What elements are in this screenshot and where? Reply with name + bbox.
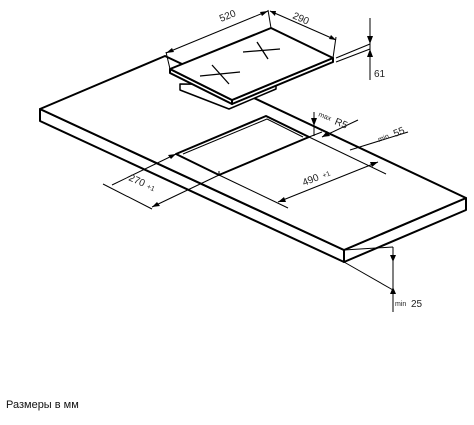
dim-cutout-width-tol: +1 bbox=[322, 170, 332, 180]
dim-cutout-depth-group: 270 +1 bbox=[127, 173, 156, 194]
dim-cutout-depth: 270 bbox=[127, 173, 147, 190]
dim-hob-width: 520 bbox=[218, 8, 238, 25]
dim-edge-prefix: min bbox=[377, 133, 390, 144]
dimension-lines bbox=[102, 9, 409, 312]
burner-markings bbox=[199, 41, 281, 85]
caption: Размеры в мм bbox=[6, 399, 79, 411]
dim-hob-height: 61 bbox=[374, 69, 386, 80]
dim-edge-clearance: 55 bbox=[392, 125, 407, 140]
dim-cutout-depth-tol: +1 bbox=[145, 184, 155, 194]
dimension-arrows bbox=[152, 11, 396, 294]
dim-thickness-prefix: min bbox=[395, 301, 406, 308]
dim-radius: R5 bbox=[333, 117, 349, 132]
dim-hob-depth: 290 bbox=[291, 11, 311, 28]
dim-worktop-thickness: 25 bbox=[411, 299, 423, 310]
dim-radius-prefix: max bbox=[317, 111, 332, 123]
